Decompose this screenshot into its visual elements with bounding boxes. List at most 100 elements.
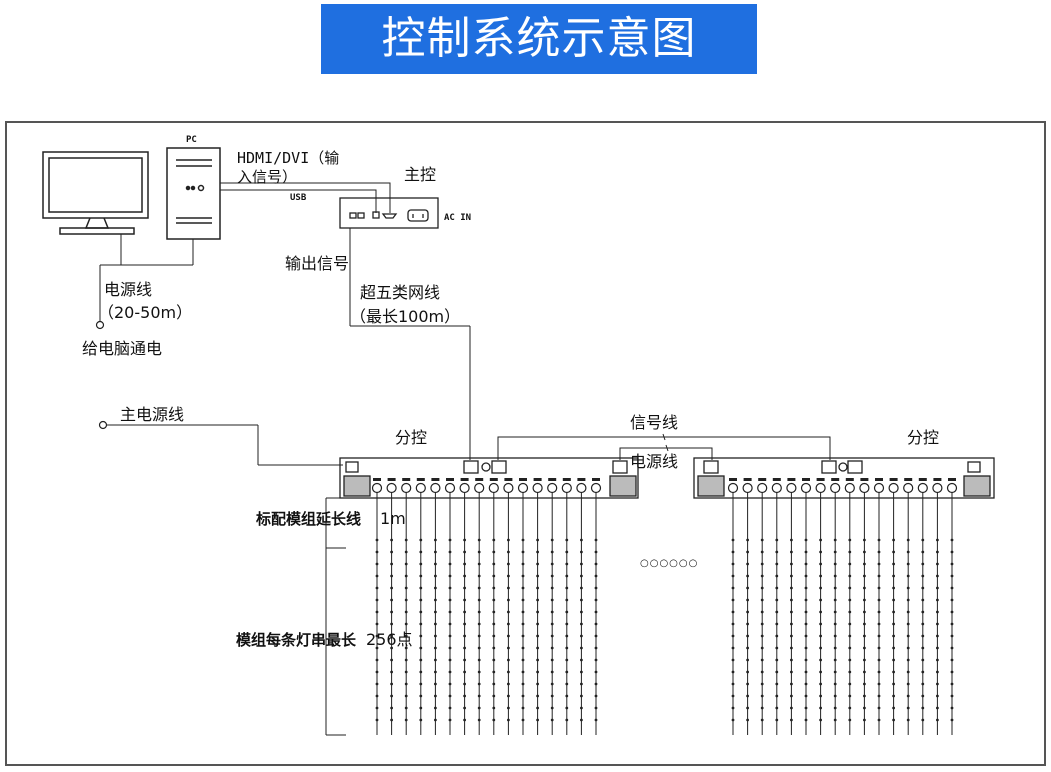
led-point xyxy=(760,646,764,650)
led-point xyxy=(550,634,554,638)
led-point xyxy=(580,598,583,602)
led-point xyxy=(404,646,408,650)
led-point xyxy=(463,598,466,602)
led-point xyxy=(863,538,866,542)
led-point xyxy=(419,670,423,674)
led-point xyxy=(580,562,583,566)
led-point xyxy=(804,706,808,710)
port-tab xyxy=(933,478,942,481)
led-point xyxy=(580,646,583,650)
led-point xyxy=(819,682,822,686)
led-point xyxy=(419,538,423,542)
port-tab xyxy=(548,478,557,481)
led-point xyxy=(521,538,525,542)
led-point xyxy=(833,670,837,674)
led-point xyxy=(819,574,822,578)
led-point xyxy=(375,586,379,590)
led-point xyxy=(477,646,481,650)
led-point xyxy=(507,538,510,542)
led-point xyxy=(731,706,735,710)
led-point xyxy=(950,718,954,722)
output-port xyxy=(771,482,782,494)
led-point xyxy=(848,610,852,614)
led-point xyxy=(390,622,393,626)
port-tab xyxy=(460,478,469,481)
led-point xyxy=(419,718,423,722)
led-point xyxy=(906,646,910,650)
led-point xyxy=(404,586,408,590)
output-port xyxy=(576,482,587,494)
led-point xyxy=(950,706,954,710)
led-point xyxy=(877,718,881,722)
led-point xyxy=(419,658,423,662)
led-point xyxy=(492,574,496,578)
led-point xyxy=(594,706,598,710)
led-point xyxy=(892,598,895,602)
signal-cable-label: 信号线 xyxy=(630,413,678,432)
led-point xyxy=(565,574,569,578)
led-point xyxy=(936,682,939,686)
led-point xyxy=(833,562,837,566)
led-point xyxy=(921,550,925,554)
led-point xyxy=(565,562,569,566)
led-point xyxy=(921,586,925,590)
led-point xyxy=(434,598,437,602)
led-point xyxy=(877,670,881,674)
diagram-frame xyxy=(5,121,1046,766)
led-point xyxy=(375,562,379,566)
led-point xyxy=(746,538,749,542)
string-max-label: 模组每条灯串最长 xyxy=(236,631,357,649)
led-point xyxy=(419,622,423,626)
led-point xyxy=(819,562,822,566)
led-point xyxy=(906,682,910,686)
led-point xyxy=(404,550,408,554)
led-point xyxy=(550,646,554,650)
led-point xyxy=(790,538,793,542)
led-point xyxy=(848,682,852,686)
pc-power-label: 给电脑通电 xyxy=(82,339,162,358)
pc-label: PC xyxy=(186,135,197,145)
led-point xyxy=(550,718,554,722)
led-point xyxy=(477,598,481,602)
led-point xyxy=(906,610,910,614)
output-port xyxy=(459,482,470,494)
led-point xyxy=(434,562,437,566)
port-tab xyxy=(802,478,810,481)
port-tab xyxy=(904,478,913,481)
led-point xyxy=(565,694,569,698)
led-point xyxy=(731,598,735,602)
port-tab xyxy=(489,478,498,481)
led-point xyxy=(790,670,793,674)
port-tab xyxy=(533,478,542,481)
led-point xyxy=(390,538,393,542)
led-point xyxy=(936,562,939,566)
output-port xyxy=(815,482,826,494)
led-point xyxy=(521,670,525,674)
led-point xyxy=(448,598,452,602)
led-point xyxy=(921,574,925,578)
output-port xyxy=(757,482,768,494)
led-point xyxy=(790,610,793,614)
led-point xyxy=(580,634,583,638)
led-point xyxy=(565,670,569,674)
led-point xyxy=(950,610,954,614)
led-point xyxy=(419,574,423,578)
led-point xyxy=(833,586,837,590)
led-point xyxy=(936,598,939,602)
led-point xyxy=(594,622,598,626)
led-point xyxy=(404,574,408,578)
output-port xyxy=(532,482,543,494)
led-point xyxy=(790,586,793,590)
output-port xyxy=(386,482,397,494)
led-point xyxy=(921,646,925,650)
led-point xyxy=(550,598,554,602)
led-point xyxy=(390,598,393,602)
output-port xyxy=(503,482,514,494)
led-point xyxy=(463,718,466,722)
led-point xyxy=(790,718,793,722)
led-point xyxy=(804,682,808,686)
led-point xyxy=(790,550,793,554)
led-point xyxy=(950,694,954,698)
led-point xyxy=(434,574,437,578)
left-led-strings xyxy=(371,478,602,735)
